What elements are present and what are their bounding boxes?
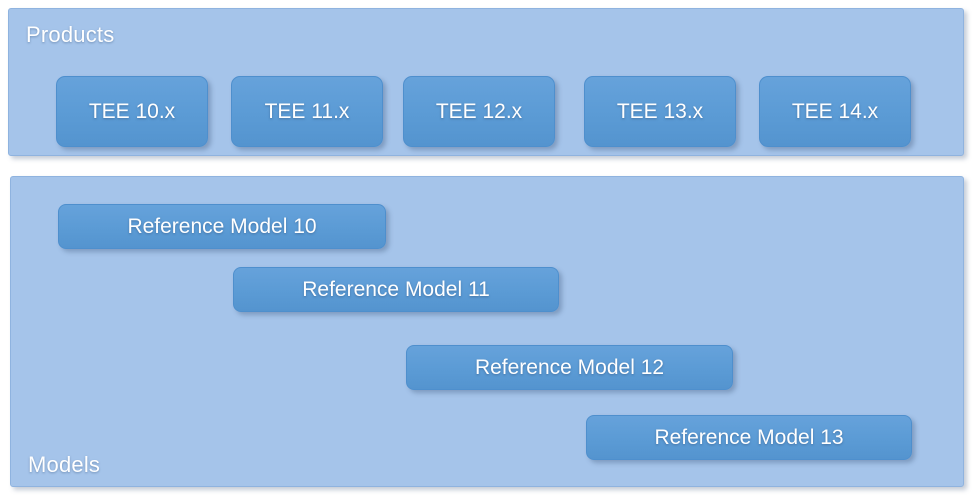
product-box-tee-11[interactable]: TEE 11.x <box>231 76 383 147</box>
product-box-tee-10[interactable]: TEE 10.x <box>56 76 208 147</box>
models-panel-label: Models <box>28 452 101 477</box>
reference-model-box-10[interactable]: Reference Model 10 <box>58 204 386 249</box>
products-panel: Products TEE 10.x TEE 11.x TEE 12.x TEE … <box>8 8 964 156</box>
product-box-tee-14[interactable]: TEE 14.x <box>759 76 911 147</box>
products-panel-label: Products <box>26 22 115 47</box>
reference-model-box-13[interactable]: Reference Model 13 <box>586 415 912 460</box>
product-box-tee-12[interactable]: TEE 12.x <box>403 76 555 147</box>
models-panel: Reference Model 10 Reference Model 11 Re… <box>10 176 964 487</box>
reference-model-box-11[interactable]: Reference Model 11 <box>233 267 559 312</box>
product-box-tee-13[interactable]: TEE 13.x <box>584 76 736 147</box>
reference-model-box-12[interactable]: Reference Model 12 <box>406 345 733 390</box>
